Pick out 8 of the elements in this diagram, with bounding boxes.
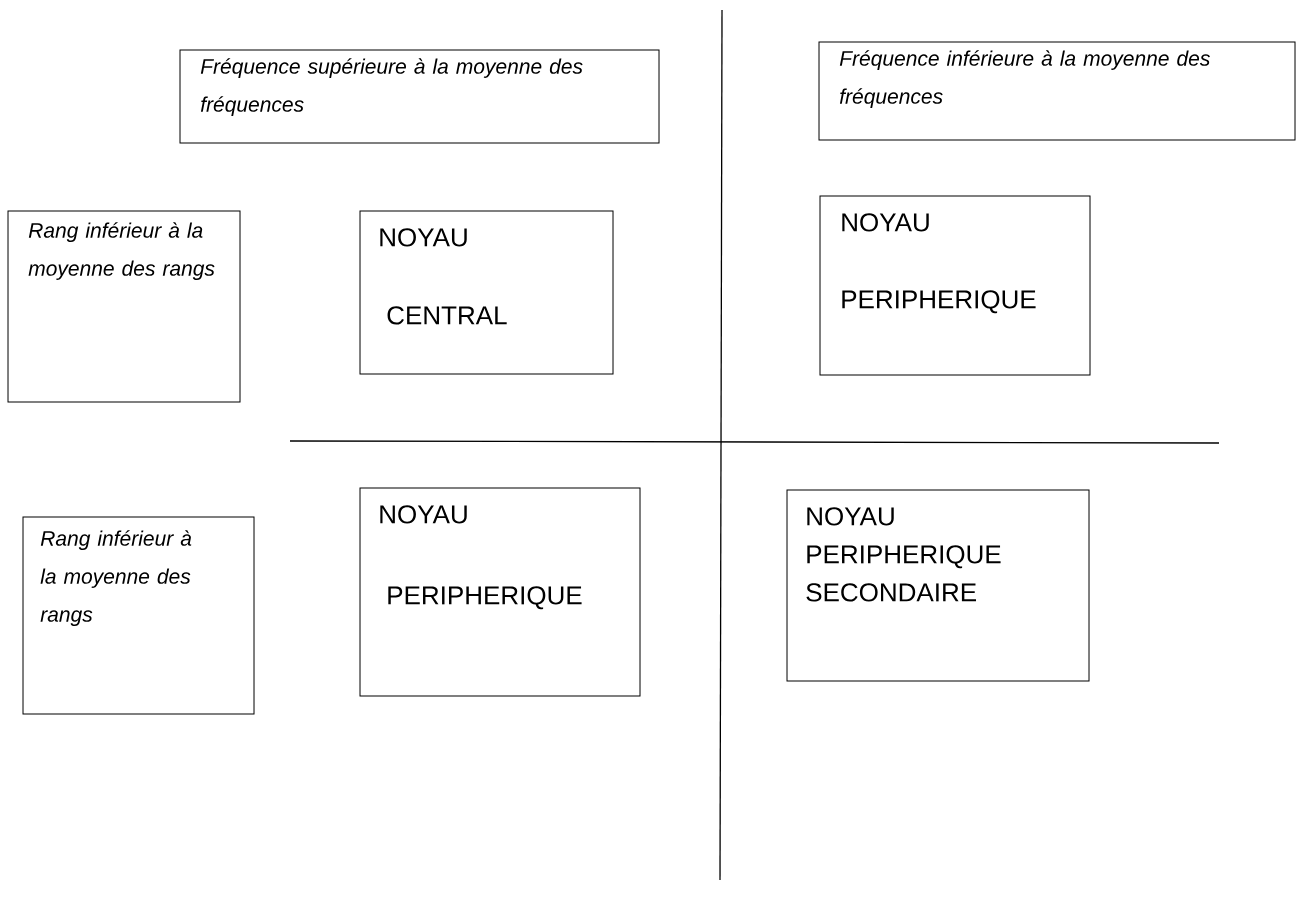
text-box: NOYAU PERIPHERIQUE <box>359 487 641 697</box>
text-box: Rang inférieur à la moyenne des rangs <box>7 210 241 403</box>
text-box: NOYAU PERIPHERIQUE <box>819 195 1091 376</box>
text-box: NOYAU PERIPHERIQUE SECONDAIRE <box>786 489 1090 682</box>
text-box: NOYAU CENTRAL <box>359 210 614 375</box>
text-box: Fréquence supérieure à la moyenne des fréquences <box>179 49 660 144</box>
text-box: Rang inférieur à la moyenne des rangs <box>22 516 255 715</box>
text-box: Fréquence inférieure à la moyenne des fréquences <box>818 41 1296 141</box>
